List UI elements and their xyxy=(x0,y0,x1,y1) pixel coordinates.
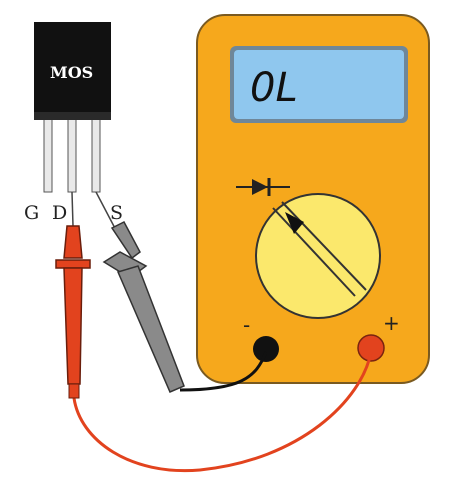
mosfet-label: MOS xyxy=(50,63,93,82)
com-jack[interactable] xyxy=(253,336,279,362)
gray-probe-handle xyxy=(116,265,185,393)
red-probe-handle xyxy=(63,267,83,385)
red-lead-wire xyxy=(72,351,373,473)
rotary-dial[interactable] xyxy=(255,193,381,319)
pin-g xyxy=(43,117,53,193)
red-probe-body xyxy=(63,225,83,259)
pin-label-g: G xyxy=(24,202,39,224)
diode-symbol-icon xyxy=(236,178,290,196)
lcd-reading: 0L xyxy=(250,65,298,111)
red-probe-cap xyxy=(68,383,80,399)
dial-knob-line-2 xyxy=(281,201,367,291)
red-probe[interactable] xyxy=(55,191,91,399)
pin-s xyxy=(91,117,101,193)
lcd-screen xyxy=(234,50,404,119)
gray-probe-body xyxy=(110,221,141,260)
mosfet-package xyxy=(34,22,111,118)
mosfet-package-tab xyxy=(34,112,111,120)
positive-terminal-label: + xyxy=(383,311,400,335)
red-probe-tip xyxy=(71,191,74,227)
dial-knob-line-1 xyxy=(272,207,356,297)
pin-label-d: D xyxy=(52,202,67,224)
positive-jack[interactable] xyxy=(357,334,385,362)
red-probe-guard xyxy=(55,259,91,269)
pin-d xyxy=(67,117,77,193)
negative-terminal-label: - xyxy=(243,313,250,337)
black-lead-wire xyxy=(179,351,268,392)
mosfet-component: MOS xyxy=(34,22,111,193)
gray-probe[interactable] xyxy=(95,191,185,393)
pin-label-s: S xyxy=(110,202,123,224)
dial-pointer-arrow-icon xyxy=(285,212,304,234)
multimeter: 0L - + xyxy=(196,14,430,384)
